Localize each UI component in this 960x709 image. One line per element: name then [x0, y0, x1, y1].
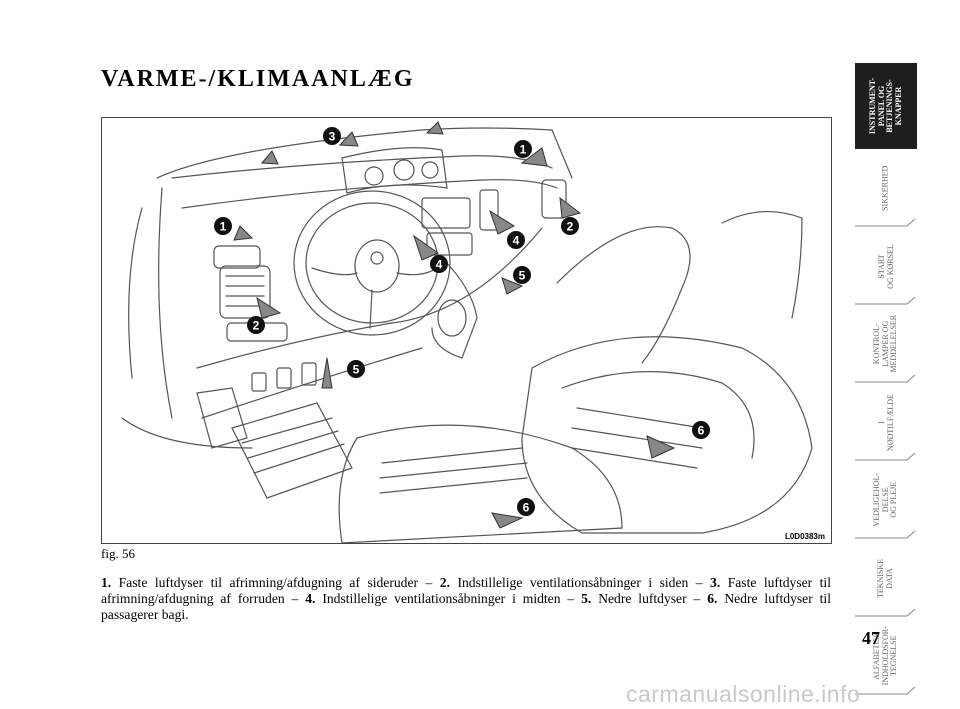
tab-label: I NØDTILFÆLDE: [876, 393, 894, 451]
tab-divider: [855, 609, 916, 617]
marker-1-left: 1: [220, 220, 227, 234]
legend-num-3: 3.: [710, 575, 721, 590]
marker-2-right: 2: [567, 220, 574, 234]
tab-label: SIKKERHED: [880, 165, 890, 211]
legend-text-4: Indstillelige ventilationsåbninger i mid…: [315, 591, 582, 606]
legend-text-6: Nedre luftdyser til passagerer bagi.: [101, 591, 831, 622]
figure-caption: fig. 56: [101, 546, 135, 561]
legend-num-1: 1.: [101, 575, 112, 590]
tab-tekniske-data[interactable]: TEKNISKE DATA: [855, 539, 917, 617]
tab-divider: [855, 687, 916, 695]
tab-indholdsfortegnelse[interactable]: ALFABETISK INDHOLDSFOR- TEGNELSE: [855, 617, 917, 695]
tab-divider: [855, 219, 916, 227]
figure-legend-text: 1. Faste luftdyser til afrimning/afdugni…: [101, 575, 831, 623]
marker-2-left: 2: [253, 319, 260, 333]
tab-vedligeholdelse[interactable]: VEDLIGEHOL- DELSE OG PLEJE: [855, 461, 917, 539]
marker-5-right: 5: [519, 269, 526, 283]
tab-divider: [855, 375, 916, 383]
tab-divider: [855, 453, 916, 461]
legend-text-2: Indstillelige ventilationsåbninger i sid…: [449, 575, 711, 590]
page-number: 47: [862, 628, 880, 648]
legend-text-1: Faste luftdyser til afrimning/afdugning …: [111, 575, 440, 590]
watermark: carmanualsonline.info: [626, 681, 861, 707]
marker-4-center: 4: [436, 258, 443, 272]
tab-sikkerhed[interactable]: SIKKERHED: [855, 149, 917, 227]
tab-instrumentpanel[interactable]: INSTRUMENT- PANEL OG BETJENINGS- KNAPPER: [855, 63, 917, 149]
marker-6-left: 6: [523, 501, 530, 515]
page-title: VARME-/KLIMAANLÆG: [101, 66, 415, 92]
legend-text-3: Faste luftdyser til afrimning/afdugning …: [101, 575, 831, 606]
figure-code: L0D0383m: [784, 532, 825, 541]
dashboard-illustration: 3 1 1 2 4 4 5 2 5 6 6: [121, 121, 813, 543]
marker-3: 3: [329, 130, 336, 144]
figure-dashboard-vents: 3 1 1 2 4 4 5 2 5 6 6 L0D0383m: [101, 117, 832, 544]
marker-4-right: 4: [513, 234, 520, 248]
tab-label: START OG KØRSEL: [876, 243, 894, 289]
legend-text-5: Nedre luftdyser –: [591, 591, 708, 606]
tab-nodtilfaelde[interactable]: I NØDTILFÆLDE: [855, 383, 917, 461]
legend-num-6: 6.: [707, 591, 718, 606]
marker-6-right: 6: [698, 424, 705, 438]
figure-markers: 3 1 1 2 4 4 5 2 5 6 6: [214, 127, 710, 516]
marker-1-right: 1: [520, 143, 527, 157]
tab-label: INSTRUMENT- PANEL OG BETJENINGS- KNAPPER: [867, 77, 903, 135]
tab-label: KONTROL- LAMPER OG MEDDELELSER: [872, 315, 899, 373]
tab-label: VEDLIGEHOL- DELSE OG PLEJE: [872, 473, 899, 527]
legend-num-2: 2.: [439, 575, 450, 590]
chapter-tabs: INSTRUMENT- PANEL OG BETJENINGS- KNAPPER…: [855, 63, 917, 695]
tab-divider: [855, 531, 916, 539]
legend-num-5: 5.: [581, 591, 592, 606]
tab-start-og-korsel[interactable]: START OG KØRSEL: [855, 227, 917, 305]
tab-label: TEKNISKE DATA: [876, 558, 894, 598]
tab-divider: [855, 297, 916, 305]
marker-5-left: 5: [353, 363, 360, 377]
tab-kontrollamper[interactable]: KONTROL- LAMPER OG MEDDELELSER: [855, 305, 917, 383]
legend-num-4: 4.: [305, 591, 316, 606]
